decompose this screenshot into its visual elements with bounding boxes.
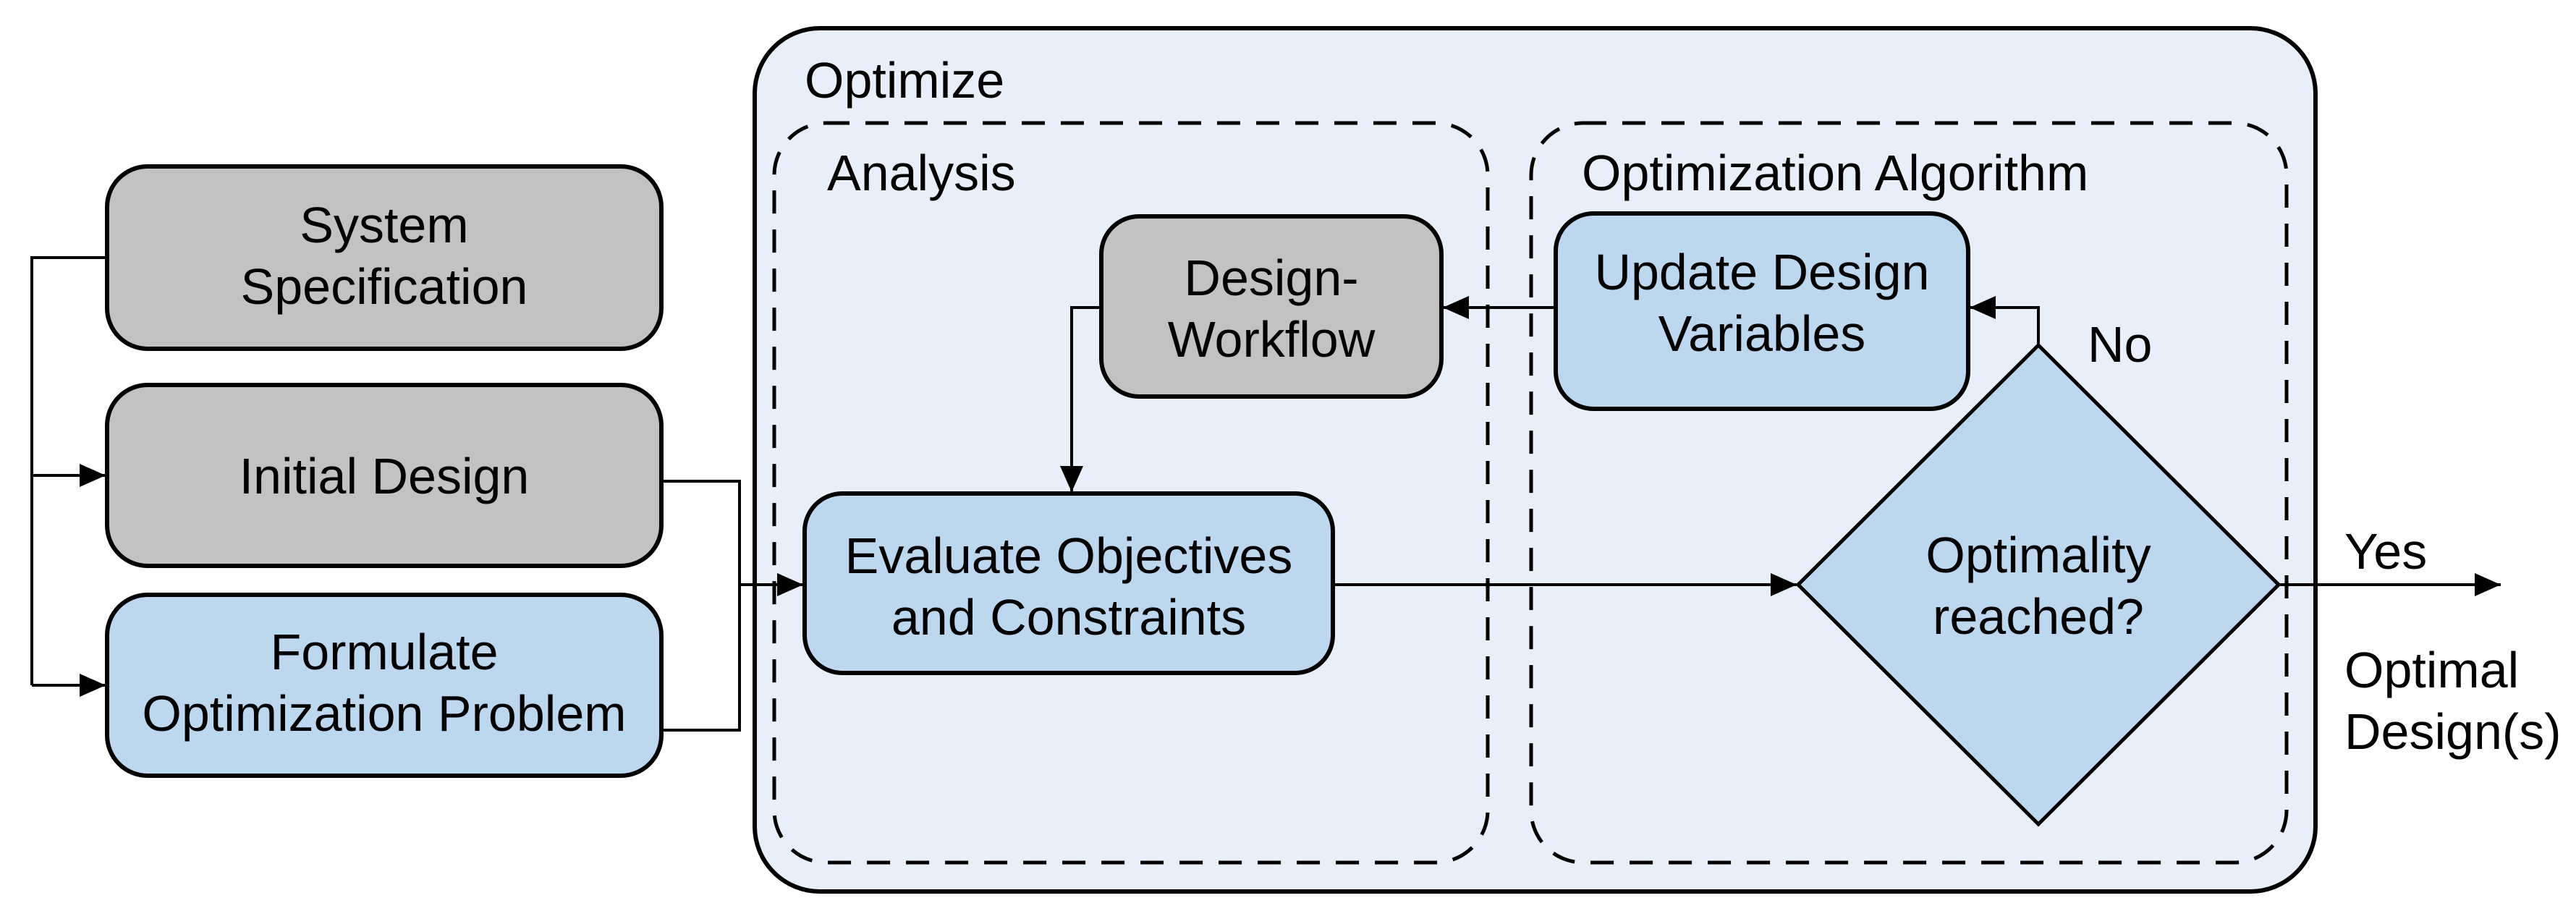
analysis-group-label: Analysis <box>827 145 1016 201</box>
node-update-design-variables: Update Design Variables <box>1554 211 1970 411</box>
yes-edge-label: Yes <box>2344 523 2427 580</box>
design-workflow-label-line1: Design- <box>1184 250 1358 306</box>
update-design-variables-box <box>1554 211 1970 411</box>
node-system-specification: System Specification <box>105 164 664 351</box>
result-label-line1: Optimal <box>2344 642 2519 698</box>
initial-design-box <box>105 383 664 568</box>
design-workflow-label-line2: Workflow <box>1168 311 1376 368</box>
formulate-label-line1: Formulate <box>270 624 498 680</box>
edge-merge-rail <box>661 480 741 732</box>
evaluate-label-line2: and Constraints <box>891 589 1246 645</box>
edge-no-loop <box>1970 296 2040 345</box>
formulate-optimization-problem-box <box>105 593 664 778</box>
optimality-label-line1: Optimality <box>1925 527 2151 583</box>
optimality-decision-diamond <box>1795 342 2281 827</box>
evaluate-label-line1: Evaluate Objectives <box>845 528 1293 584</box>
update-design-variables-label-line2: Variables <box>1658 305 1866 362</box>
node-initial-design: Initial Design <box>105 383 664 568</box>
optimization-algorithm-group-label: Optimization Algorithm <box>1582 145 2088 201</box>
node-evaluate-objectives: Evaluate Objectives and Constraints <box>802 491 1335 675</box>
edge-sysspec-rail <box>30 256 107 685</box>
system-specification-label-line2: Specification <box>241 258 528 315</box>
edge-workflow-to-evaluate <box>1060 306 1101 492</box>
design-workflow-box <box>1099 214 1444 399</box>
optimization-algorithm-group <box>1529 121 2289 865</box>
node-formulate-optimization-problem: Formulate Optimization Problem <box>105 593 664 778</box>
node-optimality-decision: Optimality reached? <box>1795 342 2281 827</box>
update-design-variables-label-line1: Update Design <box>1594 244 1929 300</box>
initial-design-label: Initial Design <box>240 448 530 504</box>
node-design-workflow: Design- Workflow <box>1099 214 1444 399</box>
system-specification-label-line1: System <box>300 197 468 253</box>
no-edge-label: No <box>2088 316 2152 373</box>
optimize-container-label: Optimize <box>805 52 1004 109</box>
system-specification-box <box>105 164 664 351</box>
formulate-label-line2: Optimization Problem <box>142 685 626 742</box>
evaluate-objectives-box <box>802 491 1335 675</box>
optimality-label-line2: reached? <box>1933 588 2144 645</box>
result-label-line2: Design(s) <box>2344 703 2562 760</box>
